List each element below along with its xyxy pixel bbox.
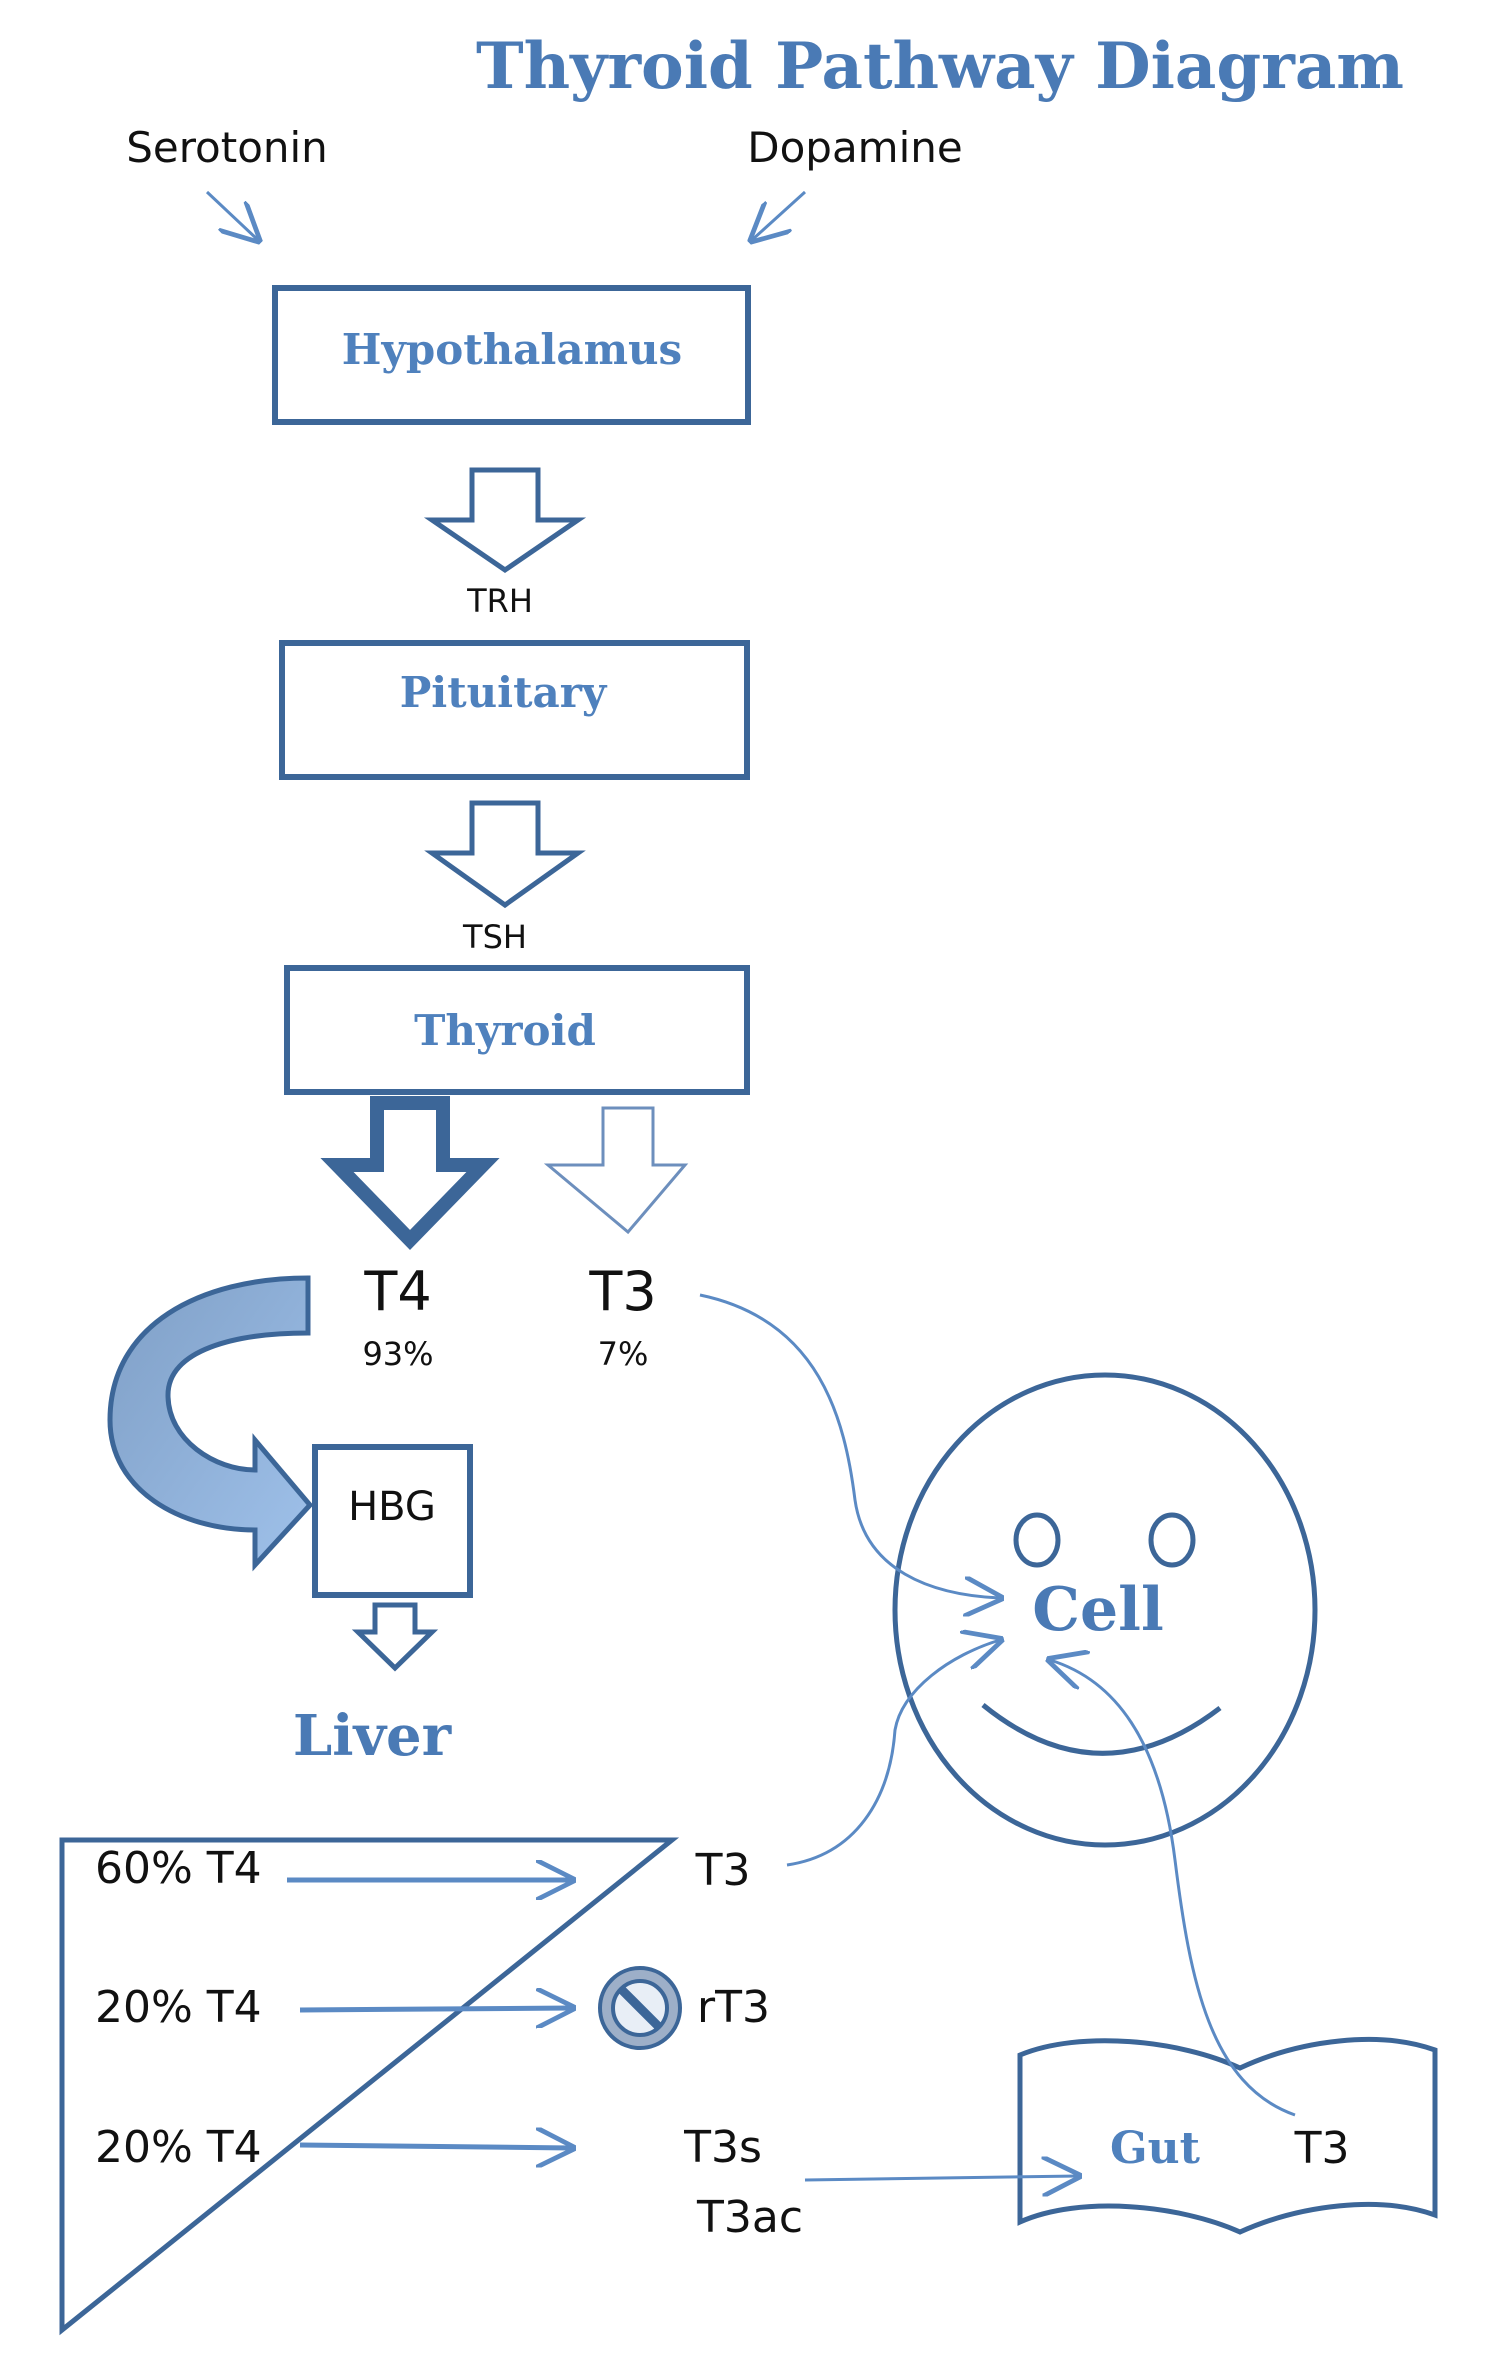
- hypothalamus-box: Hypothalamus: [272, 285, 751, 425]
- conversion-source-2: 20% T4: [95, 1982, 262, 2033]
- conversion-product-2: rT3: [697, 1982, 770, 2033]
- diagram-title: Thyroid Pathway Diagram: [476, 29, 1404, 104]
- conversion-arrow-3: [299, 2145, 572, 2148]
- pituitary-label: Pituitary: [400, 668, 608, 717]
- conversion-source-3: 20% T4: [95, 2122, 262, 2173]
- gut-t3-label: T3: [1294, 2123, 1350, 2174]
- hbg-label: HBG: [348, 1484, 436, 1530]
- blocked-icon: [598, 1966, 682, 2050]
- gut-shape: Gut T3: [1017, 2037, 1438, 2235]
- cell-label: Cell: [1032, 1575, 1164, 1645]
- tsh-label: TSH: [462, 918, 527, 956]
- cell-right-eye: [1148, 1512, 1196, 1568]
- cell-mouth: [981, 1703, 1222, 1756]
- conversion-product-3: T3s: [683, 2122, 762, 2173]
- t4-label: T4: [363, 1260, 431, 1323]
- gut-label: Gut: [1110, 2123, 1201, 2174]
- liver-t3-to-cell-connector: [786, 1640, 1000, 1867]
- conversion-arrow-2: [299, 2008, 572, 2010]
- dopamine-arrow: [752, 190, 807, 240]
- thyroid-label: Thyroid: [414, 1006, 596, 1055]
- t3s-to-gut-connector: [804, 2176, 1078, 2180]
- cell-face: [892, 1372, 1318, 1848]
- trh-label: TRH: [466, 582, 533, 620]
- t4-thick-arrow: [320, 1096, 500, 1251]
- liver-conversion-triangle: [59, 1837, 680, 2336]
- conversion-product-1: T3: [695, 1845, 751, 1896]
- conversion-source-1: 60% T4: [95, 1843, 262, 1894]
- hbg-to-liver-arrow: [351, 1602, 439, 1672]
- t3-to-cell-connector: [699, 1293, 1000, 1598]
- pituitary-box: Pituitary: [279, 640, 750, 780]
- conversion-product-3b: T3ac: [696, 2192, 803, 2243]
- t3-percent: 7%: [598, 1335, 649, 1373]
- serotonin-arrow: [205, 190, 258, 240]
- thyroid-box: Thyroid: [284, 965, 750, 1095]
- hbg-box: HBG: [312, 1444, 473, 1598]
- gut-t3-to-cell-connector: [1050, 1660, 1296, 2117]
- t4-percent: 93%: [362, 1335, 433, 1373]
- t3-label: T3: [588, 1260, 656, 1323]
- trh-arrow: [423, 467, 587, 574]
- tsh-arrow: [424, 800, 586, 909]
- dopamine-label: Dopamine: [747, 123, 962, 172]
- serotonin-label: Serotonin: [126, 123, 328, 172]
- hypothalamus-label: Hypothalamus: [342, 325, 682, 374]
- t4-to-hbg-curved-arrow: [107, 1275, 314, 1572]
- cell-smiley: Cell: [892, 1372, 1318, 1848]
- liver-label: Liver: [293, 1703, 453, 1769]
- t3-thin-arrow: [543, 1106, 689, 1235]
- cell-left-eye: [1013, 1512, 1061, 1568]
